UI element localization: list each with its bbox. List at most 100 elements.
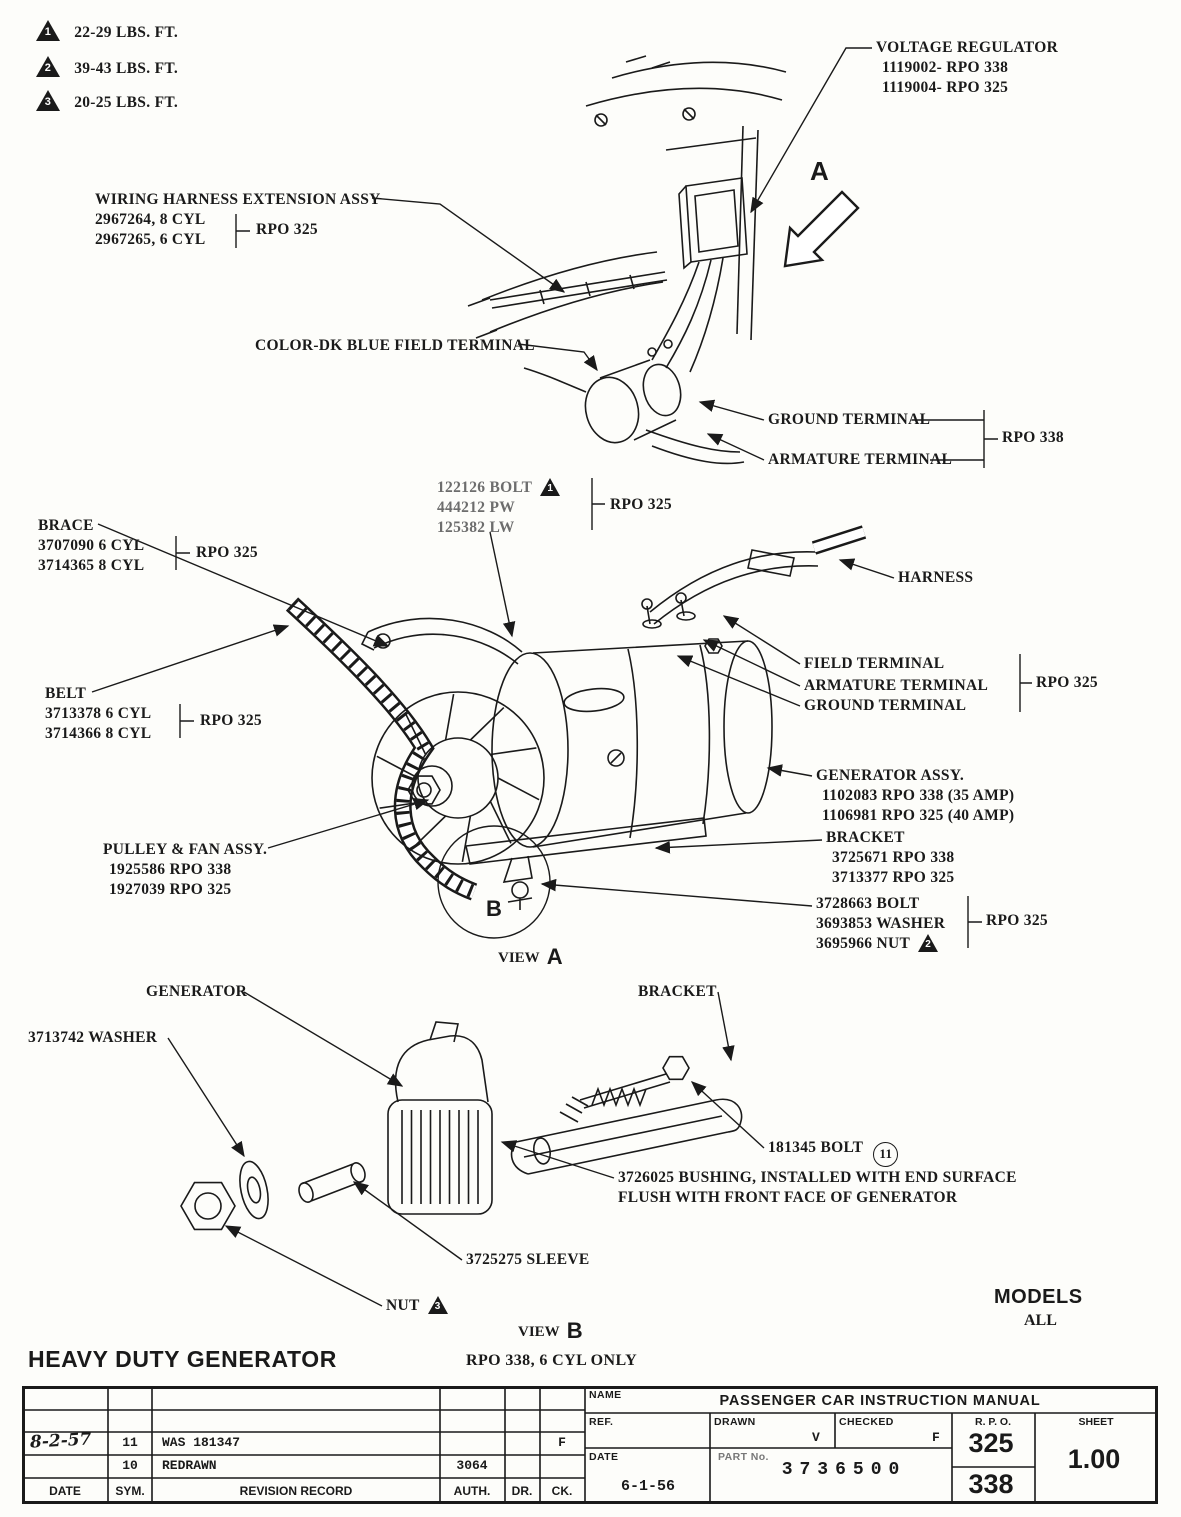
bolt-b-label: 181345 BOLT 11	[768, 1138, 899, 1167]
checked-label: CHECKED	[839, 1416, 894, 1428]
voltage-regulator-title: VOLTAGE REGULATOR	[876, 39, 1059, 56]
brace-part-2: 3714365 8 CYL	[38, 557, 145, 574]
bracket-a-part-2: 3713377 RPO 325	[832, 869, 955, 886]
rev-row-1-ck: F	[558, 1435, 566, 1450]
torque-note-3: 3 20-25 LBS. FT.	[36, 90, 178, 113]
title-block: 8-2-57 11 WAS 181347 F 10 REDRAWN 3064 D…	[22, 1386, 1158, 1504]
torque-note-3-text: 20-25 LBS. FT.	[74, 94, 179, 111]
torque-note-1-text: 22-29 LBS. FT.	[74, 24, 179, 41]
voltage-regulator-label: VOLTAGE REGULATOR 1119002- RPO 338 11190…	[876, 38, 1058, 98]
bolt-qty-circle: 11	[873, 1142, 899, 1167]
harness-label: HARNESS	[898, 569, 974, 586]
bolt-group-part-3: 125382 LW	[437, 519, 515, 536]
ref-label: REF.	[589, 1416, 614, 1428]
view-b-letter: B	[566, 1318, 583, 1343]
header-dr: DR.	[511, 1484, 533, 1498]
triangle-3-ref-icon: 3	[427, 1296, 448, 1314]
view-b-illustration	[180, 1021, 743, 1231]
view-a-word: VIEW	[498, 950, 540, 966]
bushing-line-1: 3726025 BUSHING, INSTALLED WITH END SURF…	[618, 1169, 1017, 1186]
bushing-line-2: FLUSH WITH FRONT FACE OF GENERATOR	[618, 1189, 958, 1206]
bolt-group-part-2: 444212 PW	[437, 499, 516, 516]
view-b-word: VIEW	[518, 1324, 560, 1340]
bolt-group-label: 122126 BOLT 1 444212 PW 125382 LW	[437, 478, 561, 538]
leader-lines	[91, 47, 1032, 1307]
bracket-a-label: BRACKET 3725671 RPO 338 3713377 RPO 325	[826, 828, 954, 888]
triangle-1-num: 1	[44, 26, 52, 38]
bolt-group-rpo: RPO 325	[610, 496, 672, 513]
date-label: DATE	[589, 1451, 619, 1463]
bracket-a-part-1: 3725671 RPO 338	[832, 849, 955, 866]
rev-row-1-record: WAS 181347	[162, 1435, 241, 1450]
view-a-arrow-letter: A	[810, 156, 829, 186]
brace-label: BRACE 3707090 6 CYL 3714365 8 CYL	[38, 516, 144, 576]
rpo-value-338: 338	[968, 1469, 1014, 1499]
header-date: DATE	[49, 1484, 81, 1498]
header-auth: AUTH.	[453, 1484, 491, 1498]
belt-part-2: 3714366 8 CYL	[45, 725, 152, 742]
wiring-harness-title: WIRING HARNESS EXTENSION ASSY	[95, 191, 381, 208]
triangle-3-icon: 3	[36, 90, 60, 111]
belt-rpo: RPO 325	[200, 712, 262, 729]
sleeve-label: 3725275 SLEEVE	[466, 1251, 590, 1268]
hardware-bolt: 3728663 BOLT	[816, 895, 920, 912]
belt-label: BELT 3713378 6 CYL 3714366 8 CYL	[45, 684, 151, 744]
brace-title: BRACE	[38, 517, 94, 534]
nut-text: NUT	[386, 1297, 420, 1314]
pulley-fan-part-2: 1927039 RPO 325	[109, 881, 232, 898]
pulley-fan-part-1: 1925586 RPO 338	[109, 861, 232, 878]
header-ck: CK.	[551, 1484, 573, 1498]
triangle-3-ref-num: 3	[434, 1301, 441, 1312]
armature-terminal-label: ARMATURE TERMINAL	[804, 677, 989, 694]
field-terminal-label: FIELD TERMINAL	[804, 655, 945, 672]
rev-row-2-auth: 3064	[456, 1458, 488, 1473]
pulley-fan-title: PULLEY & FAN ASSY.	[103, 841, 268, 858]
title-block-grid	[22, 1386, 1158, 1504]
bracket-a-title: BRACKET	[826, 829, 905, 846]
hardware-nut: 3695966 NUT	[816, 935, 911, 952]
triangle-2-num: 2	[44, 62, 52, 74]
part-no-label: PART No.	[718, 1451, 769, 1463]
armature-terminal-label-upper: ARMATURE TERMINAL	[768, 451, 953, 468]
detail-b-letter: B	[486, 896, 502, 921]
triangle-1-ref-icon: 1	[540, 478, 561, 496]
torque-note-2: 2 39-43 LBS. FT.	[36, 56, 178, 79]
triangle-2-icon: 2	[36, 56, 60, 77]
bolt-group-part-1: 122126 BOLT	[437, 479, 533, 496]
triangle-2-ref-num: 2	[925, 939, 932, 950]
checked-value: F	[932, 1430, 940, 1445]
generator-assy-part-2: 1106981 RPO 325 (40 AMP)	[822, 807, 1015, 824]
bushing-label: 3726025 BUSHING, INSTALLED WITH END SURF…	[618, 1168, 1017, 1208]
rev-row-1-sym: 11	[122, 1435, 138, 1450]
page-subtitle: RPO 338, 6 CYL ONLY	[466, 1352, 638, 1369]
brace-rpo: RPO 325	[196, 544, 258, 561]
drawn-value: V	[812, 1430, 820, 1445]
bracket-b-label: BRACKET	[638, 983, 717, 1000]
terminals-rpo-325: RPO 325	[1036, 674, 1098, 691]
rev-row-2-sym: 10	[122, 1458, 138, 1473]
drawn-label: DRAWN	[714, 1416, 756, 1428]
triangle-1-icon: 1	[36, 20, 60, 41]
wiring-harness-label: WIRING HARNESS EXTENSION ASSY 2967264, 8…	[95, 190, 381, 250]
rpo-label: R. P. O.	[975, 1416, 1011, 1428]
triangle-1-ref-num: 1	[547, 483, 554, 494]
belt-part-1: 3713378 6 CYL	[45, 705, 152, 722]
part-no-value: 3736500	[781, 1460, 907, 1480]
nut-label: NUT 3	[386, 1296, 448, 1316]
ground-terminal-label-upper: GROUND TERMINAL	[768, 411, 931, 428]
bolt-b-text: 181345 BOLT	[768, 1139, 864, 1156]
pulley-fan-label: PULLEY & FAN ASSY. 1925586 RPO 338 19270…	[103, 840, 267, 900]
torque-note-1: 1 22-29 LBS. FT.	[36, 20, 178, 43]
wiring-harness-part-2: 2967265, 6 CYL	[95, 231, 206, 248]
hardware-nut-line: 3695966 NUT 2	[816, 934, 945, 954]
belt-title: BELT	[45, 685, 87, 702]
triangle-2-ref-icon: 2	[918, 934, 939, 952]
models-value: ALL	[1024, 1312, 1057, 1329]
generator-assy-title: GENERATOR ASSY.	[816, 767, 965, 784]
torque-note-2-text: 39-43 LBS. FT.	[74, 60, 179, 77]
sheet-value: 1.00	[1067, 1444, 1121, 1474]
brace-part-1: 3707090 6 CYL	[38, 537, 145, 554]
